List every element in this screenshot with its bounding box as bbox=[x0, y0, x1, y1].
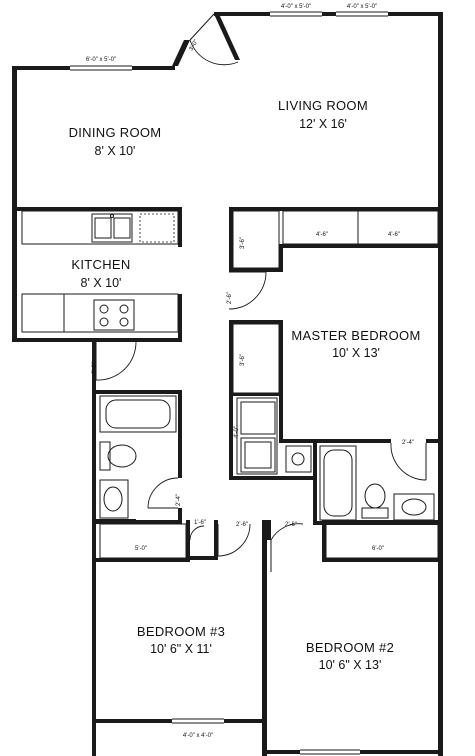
interior-walls bbox=[17, 207, 438, 562]
door-label-kitchen-side: 3'-0" bbox=[92, 362, 98, 374]
bedroom-3-dims: 10' 6" X 11' bbox=[150, 642, 212, 656]
hall-bath-fixtures bbox=[99, 395, 177, 519]
closet-label-living-right: 4'-6" bbox=[388, 232, 400, 238]
door-label-entry: 3'-0" bbox=[189, 39, 200, 52]
door-label-bedroom-2: 2'-6" bbox=[285, 522, 297, 528]
master-bath-fixtures bbox=[285, 445, 435, 521]
closet-label-bedroom-3: 5'-0" bbox=[135, 546, 147, 552]
dining-room-dims: 8' X 10' bbox=[95, 144, 136, 158]
door-label-bath-hall: 2'-4" bbox=[176, 494, 182, 506]
room-labels: LIVING ROOM 12' X 16' DINING ROOM 8' X 1… bbox=[69, 98, 421, 672]
door-label-linen: 1'-6" bbox=[194, 520, 206, 526]
window-label-living-left: 4'-0" x 5'-0" bbox=[281, 4, 311, 10]
kitchen-fixtures bbox=[21, 210, 179, 333]
windows bbox=[70, 11, 388, 755]
window-label-living-right: 4'-0" x 5'-0" bbox=[347, 4, 377, 10]
bedroom-2-name: BEDROOM #2 bbox=[306, 640, 394, 655]
door-label-hall: 2'-6" bbox=[227, 292, 233, 304]
closet-label-living-mid: 4'-6" bbox=[316, 232, 328, 238]
kitchen-dims: 8' X 10' bbox=[81, 276, 122, 290]
doors bbox=[95, 13, 427, 572]
kitchen-name: KITCHEN bbox=[71, 257, 130, 272]
master-bedroom-name: MASTER BEDROOM bbox=[291, 328, 420, 343]
door-label-master-bath: 2'-4" bbox=[402, 440, 414, 446]
window-label-dining: 6'-0" x 5'-0" bbox=[86, 57, 116, 63]
closets bbox=[99, 210, 439, 559]
living-room-name: LIVING ROOM bbox=[278, 98, 368, 113]
master-bedroom-dims: 10' X 13' bbox=[332, 346, 380, 360]
dining-room-name: DINING ROOM bbox=[69, 125, 162, 140]
closet-label-laundry: 4'-0" bbox=[234, 426, 240, 438]
living-room-dims: 12' X 16' bbox=[299, 117, 347, 131]
window-label-bedroom-3: 4'-0" x 4'-0" bbox=[183, 733, 213, 739]
bedroom-2-dims: 10' 6" X 13' bbox=[319, 658, 382, 672]
dimension-labels: 4'-0" x 5'-0" 4'-0" x 5'-0" 6'-0" x 5'-0… bbox=[86, 4, 414, 739]
laundry-fixtures bbox=[236, 397, 278, 475]
closet-label-master-left: 3'-6" bbox=[240, 354, 246, 366]
closet-label-living-left: 3'-6" bbox=[240, 237, 246, 249]
closet-label-bedroom-2: 6'-0" bbox=[372, 546, 384, 552]
bedroom-3-name: BEDROOM #3 bbox=[137, 624, 225, 639]
door-label-bedroom-3: 2'-6" bbox=[236, 522, 248, 528]
